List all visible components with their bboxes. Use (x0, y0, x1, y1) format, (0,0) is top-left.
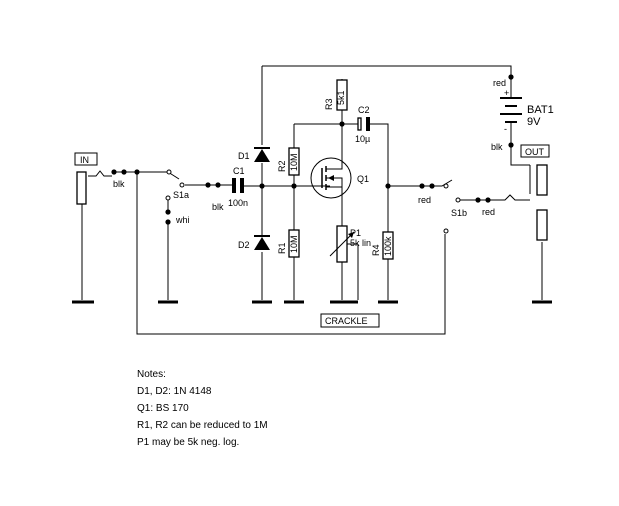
mosfet-q1: Q1 (310, 157, 369, 199)
wire-label-red-s1b: red (418, 195, 431, 205)
note-line: R1, R2 can be reduced to 1M (137, 420, 268, 431)
r1-ref: R1 (277, 242, 287, 254)
input-jack: IN (74, 152, 98, 300)
resistor-r1: 10M R1 (277, 229, 300, 258)
crackle-label: CRACKLE (325, 316, 368, 326)
wire-label-blk-bat: blk (491, 142, 503, 152)
note-line: Q1: BS 170 (137, 403, 189, 414)
battery-bat1: + - BAT1 9V red blk (491, 78, 554, 152)
r4-ref: R4 (371, 244, 381, 256)
output-label: OUT (525, 147, 545, 157)
switch-s1a: S1a whi blk blk (113, 169, 224, 225)
s1a-ref: S1a (173, 190, 189, 200)
potentiometer-p1: P1 5k lin (329, 225, 371, 300)
r3-value: 5k1 (336, 90, 346, 105)
note-line: D1, D2: 1N 4148 (137, 386, 212, 397)
input-label: IN (80, 155, 89, 165)
wire-label-red-top: red (493, 78, 506, 88)
c2-ref: C2 (358, 105, 370, 115)
s1b-ref: S1b (451, 208, 467, 218)
bat1-ref: BAT1 (527, 104, 554, 116)
c2-value: 10µ (355, 134, 370, 144)
capacitor-c1: C1 100n (228, 166, 248, 208)
output-jack: OUT (520, 144, 550, 241)
r4-value: 100k (383, 236, 393, 256)
battery-plus-sign: + (504, 88, 509, 98)
r1-value: 10M (289, 235, 299, 253)
c1-value: 100n (228, 198, 248, 208)
switch-s1b: S1b red red (418, 183, 495, 234)
junction-dots (111, 74, 514, 225)
p1-value: 5k lin (350, 238, 371, 248)
battery-minus-sign: - (504, 124, 507, 134)
wires (88, 65, 543, 335)
bat1-value: 9V (527, 116, 541, 128)
r3-ref: R3 (324, 98, 334, 110)
r2-value: 10M (289, 153, 299, 171)
resistor-r3: 5k1 R3 (324, 79, 348, 111)
notes-block: Notes: D1, D2: 1N 4148 Q1: BS 170 R1, R2… (137, 366, 268, 451)
p1-ref: P1 (350, 228, 361, 238)
c1-ref: C1 (233, 166, 245, 176)
d2-ref: D2 (238, 240, 250, 250)
resistor-r4: 100k R4 (371, 231, 394, 260)
wire-label-whi: whi (175, 215, 190, 225)
d1-ref: D1 (238, 151, 250, 161)
diode-d2: D2 (238, 235, 270, 250)
resistor-r2: 10M R2 (277, 147, 300, 176)
wire-label-blk-in: blk (113, 179, 125, 189)
q1-ref: Q1 (357, 174, 369, 184)
capacitor-c2: C2 10µ (355, 105, 370, 144)
crackle-control: CRACKLE (320, 313, 380, 328)
r2-ref: R2 (277, 160, 287, 172)
wire-label-red-out: red (482, 207, 495, 217)
notes-title: Notes: (137, 369, 166, 380)
wire-label-blk-c1: blk (212, 202, 224, 212)
note-line: P1 may be 5k neg. log. (137, 437, 240, 448)
diode-d1: D1 (238, 147, 270, 162)
